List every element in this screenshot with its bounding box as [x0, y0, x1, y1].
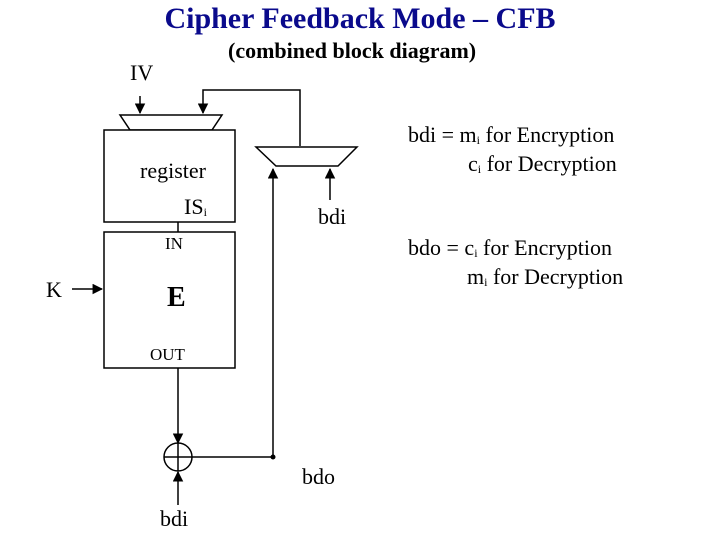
- is-subscript: i: [203, 205, 207, 219]
- encryption-block: [103, 231, 236, 369]
- xor-icon: [163, 442, 193, 472]
- feedback-line: [197, 89, 301, 146]
- is-label: ISi: [184, 194, 207, 219]
- bdi-mid-label: bdi: [318, 204, 347, 229]
- register-input-mux: [118, 114, 224, 131]
- in-label: IN: [165, 234, 183, 253]
- register-box: [103, 129, 236, 223]
- bdo-note-line2: mi for Decryption: [467, 264, 624, 289]
- out-label: OUT: [150, 345, 185, 364]
- e-label: E: [167, 282, 186, 313]
- diagram-subtitle: (combined block diagram): [228, 38, 477, 63]
- page-title: Cipher Feedback Mode – CFB: [164, 2, 556, 35]
- bdo-note-line1: bdo = ci for Encryption: [408, 235, 612, 260]
- feedback-mux: [254, 146, 359, 167]
- k-label: K: [46, 277, 62, 302]
- bdi-note-line2: ci for Decryption: [468, 151, 617, 176]
- iv-label: IV: [130, 60, 154, 85]
- register-label: register: [140, 158, 206, 183]
- bdo-label: bdo: [302, 464, 335, 489]
- bdi-note-line1: bdi = mi for Encryption: [408, 122, 615, 147]
- bdi-bottom-label: bdi: [160, 506, 189, 531]
